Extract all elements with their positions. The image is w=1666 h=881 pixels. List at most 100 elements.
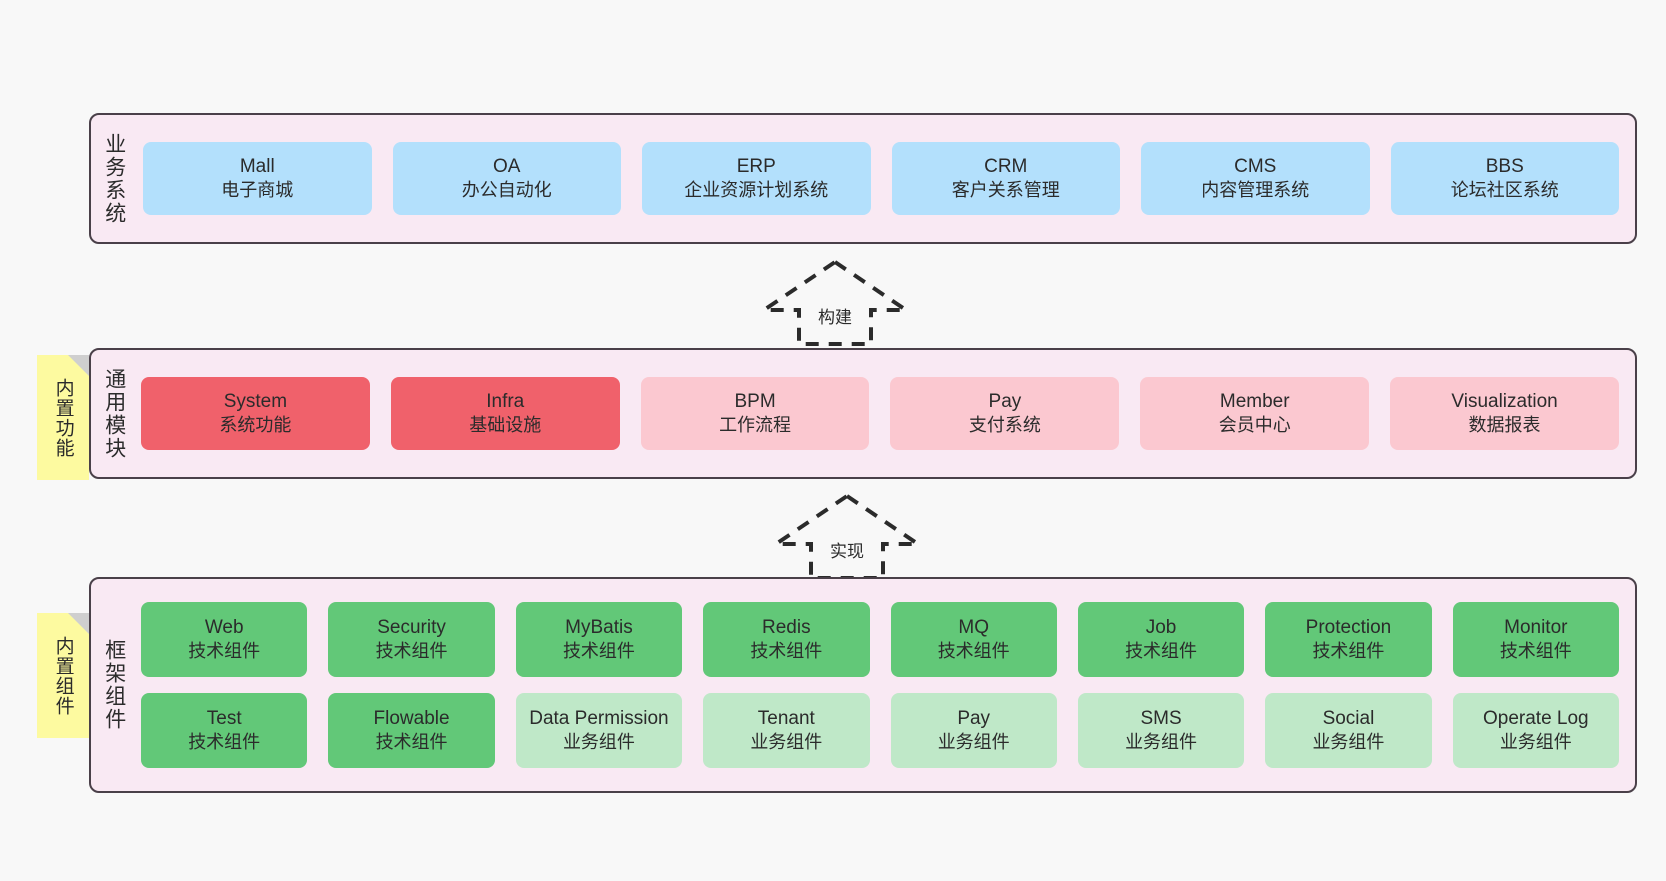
card-monitor[interactable]: Monitor 技术组件 bbox=[1452, 602, 1619, 677]
connector-implement-arrow: 实现 bbox=[769, 492, 925, 580]
sticky-fold-icon bbox=[68, 613, 89, 634]
layer-framework-components: 框架组件 Web 技术组件 Security 技术组件 MyBatis 技术组件… bbox=[89, 577, 1637, 793]
card-mq[interactable]: MQ 技术组件 bbox=[890, 602, 1057, 677]
card-subtitle: 技术组件 bbox=[750, 641, 823, 662]
card-web[interactable]: Web 技术组件 bbox=[141, 602, 308, 677]
card-pay-module[interactable]: Pay 支付系统 bbox=[890, 377, 1120, 450]
card-subtitle: 数据报表 bbox=[1468, 415, 1541, 436]
card-test[interactable]: Test 技术组件 bbox=[141, 693, 308, 768]
card-title: Operate Log bbox=[1482, 708, 1589, 730]
card-title: Visualization bbox=[1451, 391, 1558, 413]
card-row: Web 技术组件 Security 技术组件 MyBatis 技术组件 Redi… bbox=[141, 602, 1619, 677]
card-subtitle: 基础设施 bbox=[469, 415, 542, 436]
card-subtitle: 业务组件 bbox=[1499, 732, 1572, 753]
layer-common-modules: 通用模块 System 系统功能 Infra 基础设施 BPM 工作流程 Pay bbox=[89, 348, 1637, 479]
card-flowable[interactable]: Flowable 技术组件 bbox=[328, 693, 495, 768]
sticky-note-builtin-components: 内置组件 bbox=[37, 613, 89, 738]
card-subtitle: 技术组件 bbox=[188, 732, 261, 753]
card-redis[interactable]: Redis 技术组件 bbox=[703, 602, 870, 677]
layer-label-common-modules: 通用模块 bbox=[102, 367, 126, 460]
layer-body-business-systems: Mall 电子商城 OA 办公自动化 ERP 企业资源计划系统 CRM 客户关系… bbox=[137, 115, 1635, 242]
card-subtitle: 业务组件 bbox=[937, 732, 1010, 753]
card-title: Infra bbox=[486, 391, 525, 413]
card-pay-component[interactable]: Pay 业务组件 bbox=[890, 693, 1057, 768]
card-bpm[interactable]: BPM 工作流程 bbox=[640, 377, 870, 450]
card-protection[interactable]: Protection 技术组件 bbox=[1265, 602, 1432, 677]
layer-business-systems: 业务系统 Mall 电子商城 OA 办公自动化 ERP 企业资源计划系统 CRM bbox=[89, 113, 1637, 244]
card-title: System bbox=[223, 391, 288, 413]
card-oa[interactable]: OA 办公自动化 bbox=[392, 142, 621, 215]
card-subtitle: 技术组件 bbox=[375, 732, 448, 753]
card-bbs[interactable]: BBS 论坛社区系统 bbox=[1390, 142, 1619, 215]
card-subtitle: 技术组件 bbox=[375, 641, 448, 662]
card-title: SMS bbox=[1140, 708, 1182, 730]
card-subtitle: 客户关系管理 bbox=[951, 180, 1060, 201]
card-system[interactable]: System 系统功能 bbox=[141, 377, 370, 450]
card-title: ERP bbox=[736, 156, 776, 178]
sticky-fold-icon bbox=[68, 355, 89, 376]
card-infra[interactable]: Infra 基础设施 bbox=[390, 377, 620, 450]
card-title: Protection bbox=[1305, 617, 1392, 639]
card-title: Web bbox=[204, 617, 244, 639]
card-subtitle: 企业资源计划系统 bbox=[684, 180, 829, 201]
card-erp[interactable]: ERP 企业资源计划系统 bbox=[642, 142, 871, 215]
connector-build-arrow: 构建 bbox=[757, 258, 913, 346]
card-subtitle: 内容管理系统 bbox=[1201, 180, 1310, 201]
layer-body-common-modules: System 系统功能 Infra 基础设施 BPM 工作流程 Pay 支付系统… bbox=[137, 350, 1635, 477]
card-title: Flowable bbox=[373, 708, 450, 730]
card-title: Pay bbox=[988, 391, 1022, 413]
card-mybatis[interactable]: MyBatis 技术组件 bbox=[515, 602, 683, 677]
card-row: Test 技术组件 Flowable 技术组件 Data Permission … bbox=[141, 693, 1619, 768]
sticky-note-label: 内置组件 bbox=[52, 635, 74, 716]
card-subtitle: 会员中心 bbox=[1218, 415, 1291, 436]
card-cms[interactable]: CMS 内容管理系统 bbox=[1141, 142, 1370, 215]
card-subtitle: 工作流程 bbox=[719, 415, 792, 436]
card-subtitle: 业务组件 bbox=[562, 732, 635, 753]
card-title: Monitor bbox=[1504, 617, 1568, 639]
card-subtitle: 论坛社区系统 bbox=[1450, 180, 1559, 201]
layer-label-framework-components: 框架组件 bbox=[102, 639, 126, 731]
card-title: Job bbox=[1145, 617, 1177, 639]
card-title: CRM bbox=[984, 156, 1028, 178]
card-subtitle: 支付系统 bbox=[968, 415, 1041, 436]
card-visualization[interactable]: Visualization 数据报表 bbox=[1390, 377, 1619, 450]
card-sms[interactable]: SMS 业务组件 bbox=[1077, 693, 1245, 768]
card-title: MQ bbox=[958, 617, 989, 639]
card-data-permission[interactable]: Data Permission 业务组件 bbox=[515, 693, 683, 768]
card-title: BPM bbox=[734, 391, 776, 413]
sticky-note-label: 内置功能 bbox=[52, 377, 74, 458]
card-subtitle: 技术组件 bbox=[562, 641, 635, 662]
card-title: BBS bbox=[1485, 156, 1524, 178]
card-title: Social bbox=[1322, 708, 1375, 730]
card-subtitle: 技术组件 bbox=[1312, 641, 1385, 662]
connector-implement-label: 实现 bbox=[830, 542, 864, 561]
card-title: Pay bbox=[957, 708, 991, 730]
card-title: Member bbox=[1219, 391, 1290, 413]
arrow-outline bbox=[757, 259, 913, 346]
card-subtitle: 技术组件 bbox=[188, 641, 261, 662]
card-title: Tenant bbox=[757, 708, 815, 730]
card-tenant[interactable]: Tenant 业务组件 bbox=[703, 693, 870, 768]
card-subtitle: 技术组件 bbox=[937, 641, 1010, 662]
layer-body-framework-components: Web 技术组件 Security 技术组件 MyBatis 技术组件 Redi… bbox=[137, 579, 1635, 791]
card-title: MyBatis bbox=[565, 617, 633, 639]
card-title: Mall bbox=[239, 156, 275, 178]
card-row: Mall 电子商城 OA 办公自动化 ERP 企业资源计划系统 CRM 客户关系… bbox=[143, 142, 1619, 215]
card-crm[interactable]: CRM 客户关系管理 bbox=[891, 142, 1120, 215]
card-operate-log[interactable]: Operate Log 业务组件 bbox=[1452, 693, 1619, 768]
card-title: CMS bbox=[1234, 156, 1277, 178]
card-subtitle: 办公自动化 bbox=[461, 180, 552, 201]
card-subtitle: 业务组件 bbox=[1125, 732, 1198, 753]
card-subtitle: 业务组件 bbox=[1312, 732, 1385, 753]
card-title: Security bbox=[377, 617, 446, 639]
card-social[interactable]: Social 业务组件 bbox=[1265, 693, 1432, 768]
card-row: System 系统功能 Infra 基础设施 BPM 工作流程 Pay 支付系统… bbox=[141, 377, 1619, 450]
card-subtitle: 业务组件 bbox=[750, 732, 823, 753]
card-mall[interactable]: Mall 电子商城 bbox=[143, 142, 372, 215]
card-subtitle: 技术组件 bbox=[1125, 641, 1198, 662]
card-title: Test bbox=[206, 708, 242, 730]
card-security[interactable]: Security 技术组件 bbox=[328, 602, 495, 677]
card-job[interactable]: Job 技术组件 bbox=[1077, 602, 1245, 677]
card-member[interactable]: Member 会员中心 bbox=[1140, 377, 1370, 450]
